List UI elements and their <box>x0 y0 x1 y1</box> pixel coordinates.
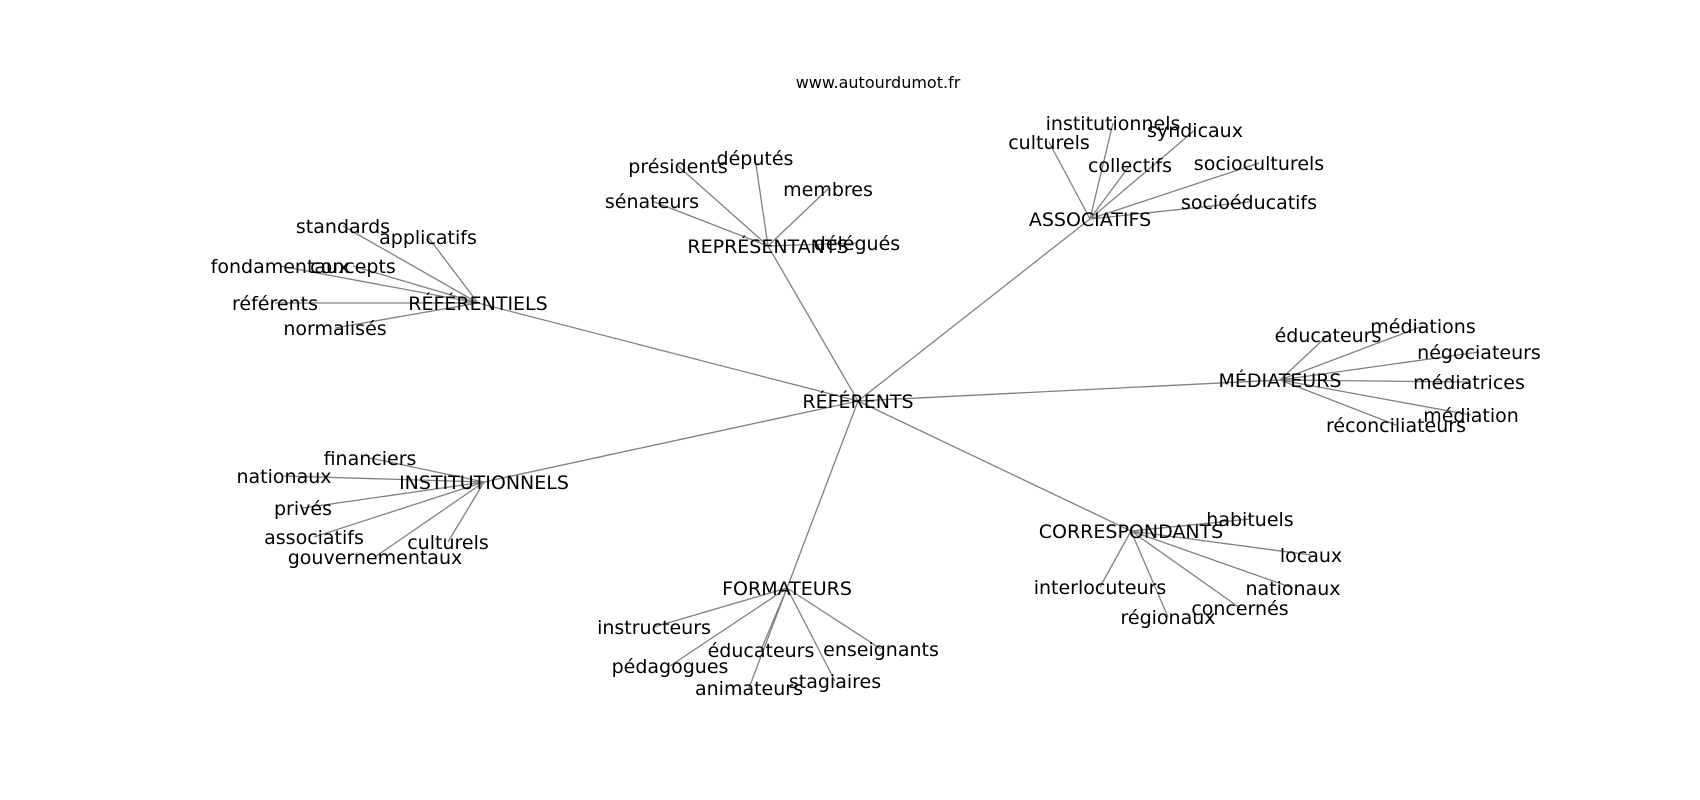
leaf-node-label: concernés <box>1191 598 1288 620</box>
edge-formateurs-leaf <box>748 587 788 689</box>
leaf-node-label: applicatifs <box>379 227 477 249</box>
leaf-node-label: associatifs <box>264 527 364 549</box>
edge-mediateurs-leaf <box>1279 379 1470 383</box>
edge-root-correspondants <box>857 400 1132 532</box>
graph-edges <box>275 122 1480 689</box>
hub-node-label-mediateurs: MÉDIATEURS <box>1219 369 1342 392</box>
hub-node-label-institutionnels: INSTITUTIONNELS <box>399 472 569 494</box>
leaf-node-label: enseignants <box>823 639 939 661</box>
edge-referentiels-leaf <box>342 225 479 304</box>
edge-institutionnels-leaf <box>374 481 485 558</box>
leaf-node-label: éducateurs <box>1275 325 1382 347</box>
edge-correspondants-leaf <box>1130 518 1251 532</box>
edge-referentiels-leaf <box>427 236 479 304</box>
edge-institutionnels-leaf <box>313 481 485 538</box>
edge-mediateurs-leaf <box>1279 379 1472 416</box>
leaf-node-label: syndicaux <box>1147 120 1243 142</box>
edge-formateurs-leaf <box>786 587 882 650</box>
leaf-node-label: stagiaires <box>789 671 881 693</box>
leaf-node-label: nationaux <box>236 466 331 488</box>
leaf-node-label: réconciliateurs <box>1326 415 1466 437</box>
edge-mediateurs-leaf <box>1279 351 1480 381</box>
leaf-node-label: référents <box>232 293 318 315</box>
leaf-node-label: instructeurs <box>597 617 711 639</box>
edge-associatifs-leaf <box>1089 129 1196 220</box>
edge-associatifs-leaf <box>1089 164 1131 220</box>
leaf-node-label: délégués <box>814 233 900 255</box>
leaf-node-label: médiations <box>1370 316 1475 338</box>
leaf-node-label: médiation <box>1423 405 1519 427</box>
leaf-node-label: négociateurs <box>1417 342 1541 364</box>
leaf-node-label: institutionnels <box>1046 113 1181 135</box>
leaf-node-label: animateurs <box>695 678 803 700</box>
graph-labels: www.autourdumot.fr RÉFÉRENTS standardsapp… <box>211 73 1541 700</box>
edge-correspondants-leaf <box>1130 530 1169 618</box>
edge-formateurs-leaf <box>669 587 788 667</box>
edge-institutionnels-leaf <box>447 481 485 543</box>
edge-associatifs-leaf <box>1048 141 1091 220</box>
edge-root-representants <box>767 245 859 402</box>
edge-representants-leaf <box>767 242 858 247</box>
edge-mediateurs-leaf <box>1279 325 1424 381</box>
leaf-node-label: financiers <box>324 448 417 470</box>
leaf-node-label: régionaux <box>1120 607 1215 629</box>
edge-root-formateurs <box>786 400 859 589</box>
hub-node-label-correspondants: CORRESPONDANTS <box>1039 521 1224 543</box>
leaf-node-label: socioculturels <box>1194 153 1324 175</box>
edge-institutionnels-leaf <box>283 475 485 483</box>
edge-root-referentiels <box>477 302 859 402</box>
source-watermark: www.autourdumot.fr <box>796 73 961 92</box>
edge-representants-leaf <box>651 200 769 247</box>
leaf-node-label: locaux <box>1280 545 1342 567</box>
edge-correspondants-leaf <box>1099 530 1132 588</box>
edge-formateurs-leaf <box>653 587 788 628</box>
root-node-label: RÉFÉRENTS <box>802 390 913 413</box>
leaf-node-label: collectifs <box>1088 155 1172 177</box>
hub-node-label-formateurs: FORMATEURS <box>722 578 852 600</box>
leaf-node-label: standards <box>296 216 390 238</box>
leaf-node-label: fondamentaux <box>211 256 350 278</box>
leaf-node-label: sénateurs <box>605 191 699 213</box>
edge-representants-leaf <box>754 157 769 247</box>
leaf-node-label: culturels <box>407 532 489 554</box>
leaf-node-label: socioéducatifs <box>1181 192 1317 214</box>
edge-representants-leaf <box>767 188 829 247</box>
edge-root-associatifs <box>857 218 1091 402</box>
leaf-node-label: concepts <box>310 256 396 278</box>
edge-correspondants-leaf <box>1130 530 1312 556</box>
edge-referentiels-leaf <box>352 265 479 304</box>
edge-mediateurs-leaf <box>1279 334 1329 381</box>
leaf-node-label: interlocuteurs <box>1034 577 1167 599</box>
leaf-node-label: députés <box>717 148 794 170</box>
leaf-node-label: pédagogues <box>612 656 729 678</box>
edge-referentiels-leaf <box>279 265 479 304</box>
edge-mediateurs-leaf <box>1279 379 1397 426</box>
leaf-node-label: présidents <box>628 156 727 178</box>
edge-correspondants-leaf <box>1130 530 1241 609</box>
edge-root-institutionnels <box>483 400 859 483</box>
hub-node-label-referentiels: RÉFÉRENTIELS <box>408 292 547 315</box>
edge-representants-leaf <box>677 165 769 247</box>
leaf-node-label: nationaux <box>1245 578 1340 600</box>
leaf-node-label: gouvernementaux <box>288 547 463 569</box>
edge-formateurs-leaf <box>786 587 836 682</box>
hub-node-label-representants: REPRÉSENTANTS <box>687 235 848 258</box>
leaf-node-label: privés <box>274 498 332 520</box>
edge-associatifs-leaf <box>1089 122 1114 220</box>
leaf-node-label: habituels <box>1206 509 1293 531</box>
edge-institutionnels-leaf <box>369 457 485 483</box>
edge-referentiels-leaf <box>334 302 479 329</box>
edge-institutionnels-leaf <box>302 481 485 509</box>
edge-associatifs-leaf <box>1089 162 1260 220</box>
leaf-node-label: normalisés <box>283 318 386 340</box>
leaf-node-label: éducateurs <box>708 640 815 662</box>
leaf-node-label: médiatrices <box>1413 372 1525 394</box>
edge-correspondants-leaf <box>1130 530 1294 589</box>
edge-associatifs-leaf <box>1089 201 1250 220</box>
hub-node-label-associatifs: ASSOCIATIFS <box>1029 209 1151 231</box>
leaf-node-label: membres <box>783 179 873 201</box>
leaf-node-label: culturels <box>1008 132 1090 154</box>
edge-root-mediateurs <box>857 379 1281 402</box>
